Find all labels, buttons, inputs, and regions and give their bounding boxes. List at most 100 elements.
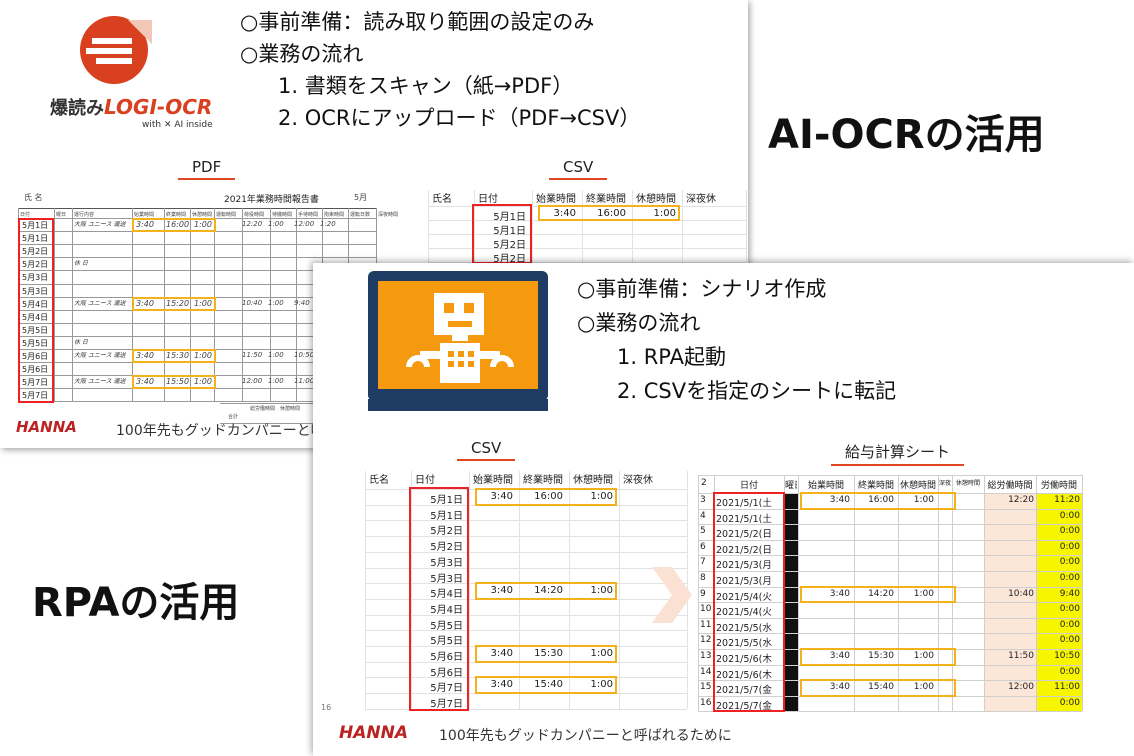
csv-header-cell: 始業時間 xyxy=(473,475,513,486)
payroll-date-highlight xyxy=(713,492,785,713)
pdf-date-cell: 5月5日 xyxy=(22,338,49,348)
csv-grid-line xyxy=(411,471,412,709)
payroll-start-cell: 3:40 xyxy=(829,682,850,693)
pdf-header-cell: 運転時間 xyxy=(216,212,237,218)
pdf-grid-line xyxy=(190,208,191,402)
pdf-footer-label: 総労働時間 xyxy=(250,406,276,413)
payroll-row-number: 3 xyxy=(700,495,706,505)
pdf-grid-line xyxy=(270,208,271,402)
pdf-grid-line xyxy=(18,244,376,246)
payroll-work-bg xyxy=(1036,602,1082,618)
payroll-total-cell: 12:00 xyxy=(1008,682,1034,693)
csv-header-cell: 深夜休 xyxy=(623,475,653,486)
payroll-date-cell: 2021/5/3(月 xyxy=(716,560,772,572)
payroll-weekday-bg xyxy=(784,508,798,525)
csv-date-cell: 5月4日 xyxy=(430,604,463,616)
pdf-highlight-box xyxy=(132,375,216,390)
logo-subtext: with ✕ AI inside xyxy=(142,120,213,130)
payroll-work-cell: 9:40 xyxy=(1059,588,1080,599)
payroll-work-bg xyxy=(1036,649,1082,665)
pdf-grid-line xyxy=(242,208,243,402)
pdf-grid-line xyxy=(220,423,376,425)
csv-date-cell: 5月1日 xyxy=(493,212,526,223)
csv-header-cell: 始業時間 xyxy=(536,194,576,205)
ai-ocr-title: AI-OCRの活用 xyxy=(768,112,1045,158)
payroll-header-cell: 休憩時間 xyxy=(955,480,980,487)
payroll-grid-line xyxy=(698,475,1082,476)
payroll-header-cell: 労働時間 xyxy=(1040,481,1077,491)
payroll-total-bg xyxy=(984,555,1036,571)
csv-date-cell: 5月7日 xyxy=(430,699,463,711)
csv-start-cell: 3:40 xyxy=(553,208,576,219)
pdf-highlight-box xyxy=(132,218,216,233)
csv-date-cell: 5月1日 xyxy=(430,495,463,506)
pdf-route-cell: 大阪 ユニース 運送 xyxy=(74,299,126,307)
payroll-header-cell: 始業時間 xyxy=(807,481,844,491)
payroll-grid-line xyxy=(952,475,953,712)
payroll-grid-line xyxy=(698,617,1082,619)
csv-date-cell: 5月2日 xyxy=(493,254,526,265)
payroll-work-cell: 0:00 xyxy=(1059,573,1080,583)
csv-date-cell: 5月5日 xyxy=(430,620,463,632)
chevron-right-icon xyxy=(652,567,692,623)
hanna-logo-1: HANNA xyxy=(16,418,77,436)
payroll-total-cell: 10:40 xyxy=(1008,588,1034,599)
csv-grid-line xyxy=(428,262,746,263)
payroll-total-bg xyxy=(984,617,1036,634)
csv-header-cell: 氏名 xyxy=(369,475,389,486)
pdf-start-cell: 3:40 xyxy=(136,377,154,387)
payroll-work-cell: 11:20 xyxy=(1054,495,1080,505)
payroll-rest-cell: 1:00 xyxy=(913,495,934,505)
payroll-weekday-bg xyxy=(784,493,798,509)
rpa-step1-text: 1. RPA起動 xyxy=(617,345,726,369)
payroll-row-number: 10 xyxy=(700,604,712,615)
pdf-route-cell: 大阪 ユニース 運送 xyxy=(74,221,126,228)
step1-text: 1. 書類をスキャン（紙→PDF） xyxy=(278,74,574,98)
payroll-sheet: 2日付曜日始業時間終業時間休憩時間深夜休憩時間総労働時間労働時間32021/5/… xyxy=(698,475,1083,713)
payroll-grid-line xyxy=(698,555,1082,557)
payroll-total-bg xyxy=(984,664,1036,681)
payroll-start-cell: 3:40 xyxy=(829,588,850,599)
csv-end-cell: 16:00 xyxy=(597,208,626,219)
pdf-date-cell: 5月4日 xyxy=(22,299,49,309)
payroll-weekday-bg xyxy=(784,680,798,696)
payroll-row-number: 11 xyxy=(700,619,712,630)
pdf-date-cell: 5月3日 xyxy=(22,273,49,283)
payroll-total-cell: 11:50 xyxy=(1008,651,1034,661)
payroll-work-bg xyxy=(1036,664,1082,681)
csv-rest-cell: 1:00 xyxy=(590,491,613,502)
payroll-grid-line xyxy=(698,475,699,712)
payroll-grid-line xyxy=(938,475,939,712)
payroll-end-cell: 15:30 xyxy=(868,651,894,661)
payroll-work-bg xyxy=(1036,508,1082,525)
pdf-date-cell: 5月4日 xyxy=(22,312,49,322)
payroll-grid-line xyxy=(698,711,1082,713)
pdf-highlight-box xyxy=(132,349,216,364)
payroll-grid-line xyxy=(898,475,899,712)
csv-grid-line xyxy=(474,190,475,262)
csv-date-cell: 5月7日 xyxy=(430,683,463,695)
payroll-row-number: 8 xyxy=(700,573,706,583)
csv-end-cell: 14:20 xyxy=(534,585,563,597)
csv-header-cell: 休憩時間 xyxy=(573,475,613,486)
payroll-date-cell: 2021/5/5(水 xyxy=(716,638,772,650)
pdf-end-cell: 15:30 xyxy=(166,351,190,360)
payroll-grid-line xyxy=(698,571,1082,572)
payroll-row-number: 15 xyxy=(700,682,712,693)
pdf-date-cell: 5月7日 xyxy=(22,391,49,401)
payroll-label: 給与計算シート xyxy=(831,441,965,466)
prep-text: ○事前準備：読み取り範囲の設定のみ xyxy=(240,10,595,34)
payroll-rest-cell: 1:00 xyxy=(913,682,934,693)
payroll-row-number: 4 xyxy=(700,510,706,521)
csv-header-cell: 終業時間 xyxy=(523,475,563,486)
payroll-grid-line xyxy=(798,475,799,712)
payroll-start-cell: 3:40 xyxy=(829,651,850,661)
csv-grid-line xyxy=(582,190,583,262)
payroll-total-cell: 12:20 xyxy=(1008,495,1034,505)
pdf-date-cell: 5月3日 xyxy=(22,286,49,296)
csv-date-cell: 5月1日 xyxy=(430,510,463,522)
pdf-grid-line xyxy=(54,208,55,402)
csv-grid-line xyxy=(569,471,570,709)
rpa-flow-text: ○業務の流れ xyxy=(577,311,701,335)
pdf-extra-cell: 11:50 xyxy=(242,351,263,359)
